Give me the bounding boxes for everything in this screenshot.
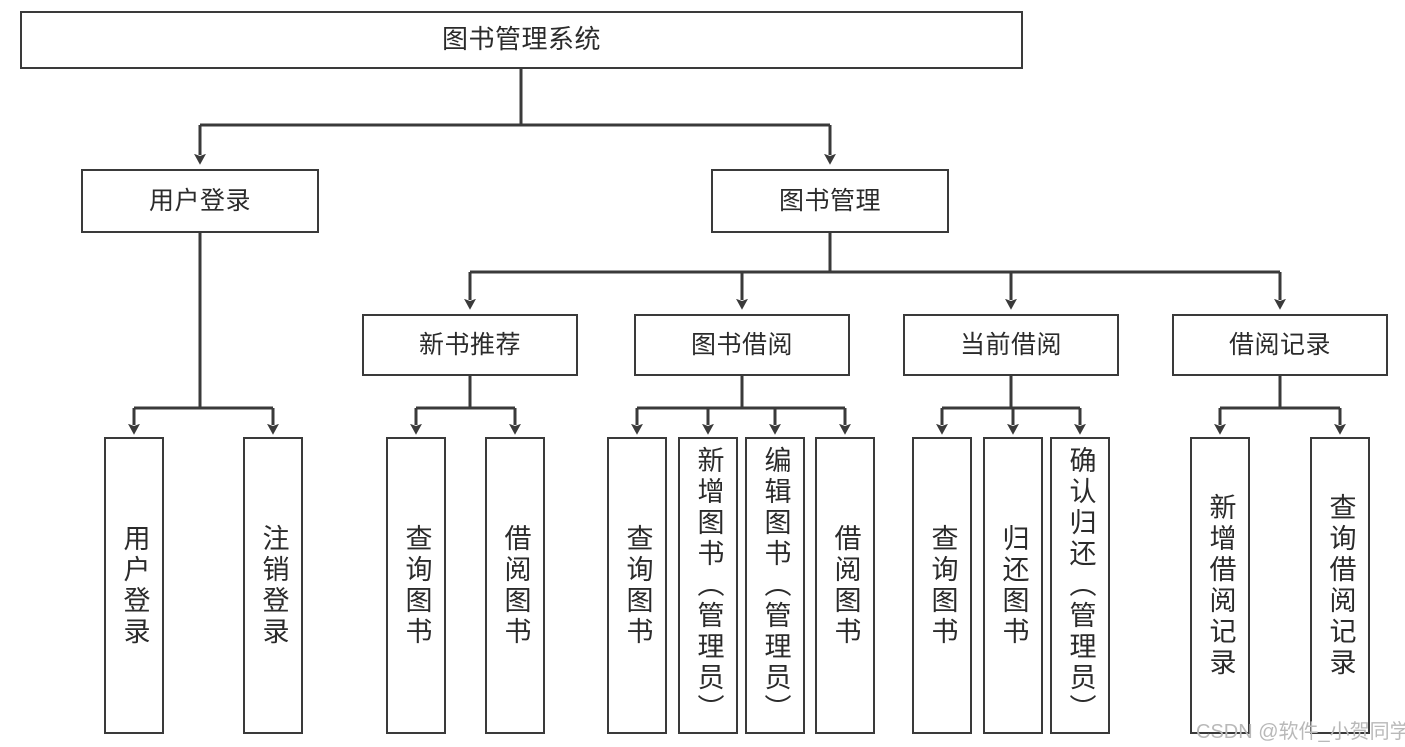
leaf-query-book-newbook-label: 查询图书: [401, 523, 432, 648]
leaf-borrow-book[interactable]: 借阅图书: [815, 437, 875, 734]
node-root[interactable]: 图书管理系统: [20, 11, 1023, 69]
node-book-management[interactable]: 图书管理: [711, 169, 949, 233]
leaf-edit-book-admin[interactable]: 编辑图书（管理员）: [745, 437, 805, 734]
leaf-query-book-current-label: 查询图书: [927, 523, 958, 648]
leaf-user-login[interactable]: 用户登录: [104, 437, 164, 734]
node-root-label: 图书管理系统: [441, 24, 601, 55]
node-book-borrow-label: 图书借阅: [690, 330, 793, 359]
node-current-borrow-label: 当前借阅: [959, 330, 1062, 359]
leaf-query-book-borrow[interactable]: 查询图书: [607, 437, 667, 734]
leaf-add-book-admin[interactable]: 新增图书（管理员）: [678, 437, 738, 734]
node-user-login-label: 用户登录: [148, 186, 251, 215]
node-user-login[interactable]: 用户登录: [81, 169, 319, 233]
leaf-user-login-label: 用户登录: [119, 523, 150, 648]
node-new-book-recommend-label: 新书推荐: [418, 330, 521, 359]
node-book-management-label: 图书管理: [778, 186, 881, 215]
node-borrow-record[interactable]: 借阅记录: [1172, 314, 1388, 376]
node-new-book-recommend[interactable]: 新书推荐: [362, 314, 578, 376]
node-current-borrow[interactable]: 当前借阅: [903, 314, 1119, 376]
leaf-add-book-admin-label: 新增图书（管理员）: [693, 446, 724, 725]
leaf-return-book[interactable]: 归还图书: [983, 437, 1043, 734]
leaf-logout-label: 注销登录: [258, 523, 289, 648]
leaf-borrow-book-label: 借阅图书: [830, 523, 861, 648]
csdn-watermark: CSDN @软件_小贺同学: [1196, 721, 1405, 743]
leaf-add-borrow-record-label: 新增借阅记录: [1205, 492, 1236, 679]
leaf-edit-book-admin-label: 编辑图书（管理员）: [760, 446, 791, 725]
leaf-query-borrow-record-label: 查询借阅记录: [1325, 492, 1356, 679]
node-borrow-record-label: 借阅记录: [1228, 330, 1331, 359]
leaf-logout[interactable]: 注销登录: [243, 437, 303, 734]
node-book-borrow[interactable]: 图书借阅: [634, 314, 850, 376]
leaf-confirm-return-admin[interactable]: 确认归还（管理员）: [1050, 437, 1110, 734]
leaf-query-book-newbook[interactable]: 查询图书: [386, 437, 446, 734]
leaf-return-book-label: 归还图书: [998, 523, 1029, 648]
leaf-query-book-current[interactable]: 查询图书: [912, 437, 972, 734]
leaf-query-borrow-record[interactable]: 查询借阅记录: [1310, 437, 1370, 734]
leaf-query-book-borrow-label: 查询图书: [622, 523, 653, 648]
leaf-borrow-book-newbook[interactable]: 借阅图书: [485, 437, 545, 734]
leaf-add-borrow-record[interactable]: 新增借阅记录: [1190, 437, 1250, 734]
leaf-borrow-book-newbook-label: 借阅图书: [500, 523, 531, 648]
leaf-confirm-return-admin-label: 确认归还（管理员）: [1065, 446, 1096, 725]
